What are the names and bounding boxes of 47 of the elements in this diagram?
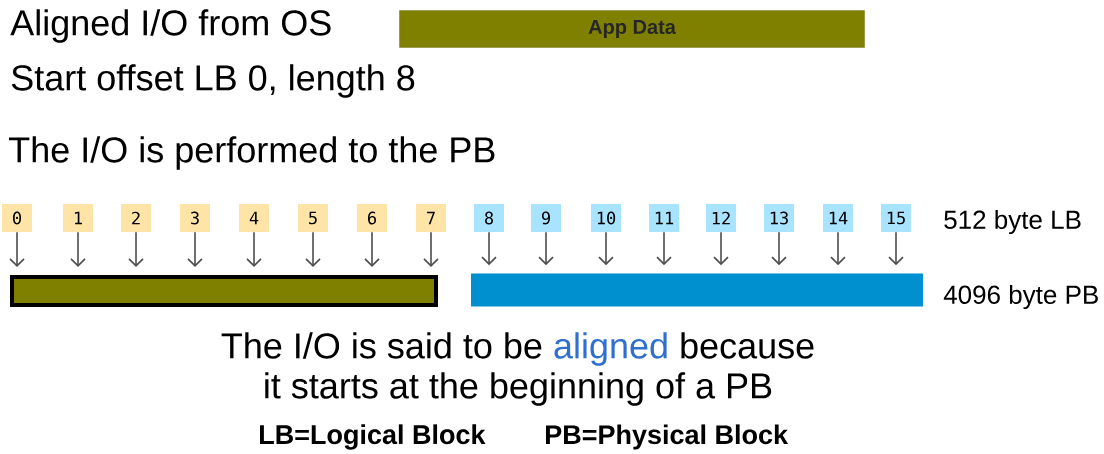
logical-block-box: 13 [764, 204, 794, 232]
arrow [713, 231, 729, 266]
legend-text: LB=Logical Block [260, 424, 486, 450]
label: because [681, 332, 814, 359]
logical-block-box: 4 [239, 204, 269, 232]
arrow [538, 231, 554, 266]
note-text: The I/O is said to be aligned because it starts at the beginning of a PB [221, 332, 814, 406]
logical-block-box: 3 [180, 204, 210, 232]
logical-block-box: 10 [591, 204, 621, 232]
arrow [423, 231, 439, 267]
logical-block-box: 0 [2, 204, 32, 232]
heading: Aligned I/O from OS [10, 9, 331, 43]
label: The I/O is said to be [221, 332, 542, 359]
logical-block-box: 6 [357, 204, 387, 232]
arrow [70, 231, 86, 267]
logical-block-box: 12 [706, 204, 736, 232]
logical-block-box: 8 [474, 204, 504, 232]
arrow [481, 231, 497, 266]
data-bar: App Data [399, 10, 865, 48]
physical-block-bar [471, 273, 923, 307]
arrow [888, 231, 904, 266]
logical-block-box: 11 [649, 204, 679, 232]
arrow [9, 231, 25, 267]
arrow [364, 231, 380, 267]
subheading: Start offset LB 0, length 8 [11, 64, 415, 98]
label: it starts at the beginning of a PB [265, 372, 772, 406]
logical-block-box: 7 [416, 204, 446, 232]
physical-block-bar [10, 275, 438, 307]
arrow [656, 231, 672, 266]
logical-block-box: 5 [298, 204, 328, 232]
label: aligned [554, 332, 667, 366]
heading: The I/O is performed to the PB [9, 136, 495, 170]
arrow [246, 231, 262, 267]
logical-block-box: 2 [121, 204, 151, 232]
axis-label: 512 byte LB [944, 209, 1081, 235]
arrow [305, 231, 321, 267]
axis-label: 4096 byte PB [943, 284, 1098, 310]
arrow [771, 231, 787, 266]
logical-block-box: 1 [63, 204, 93, 232]
arrow [598, 231, 614, 266]
arrow [187, 231, 203, 267]
legend-text: PB=Physical Block [546, 424, 789, 450]
logical-block-box: 15 [881, 204, 911, 232]
arrow [128, 231, 144, 267]
arrow [830, 231, 846, 266]
logical-block-box: 14 [823, 204, 853, 232]
logical-block-box: 9 [531, 204, 561, 232]
